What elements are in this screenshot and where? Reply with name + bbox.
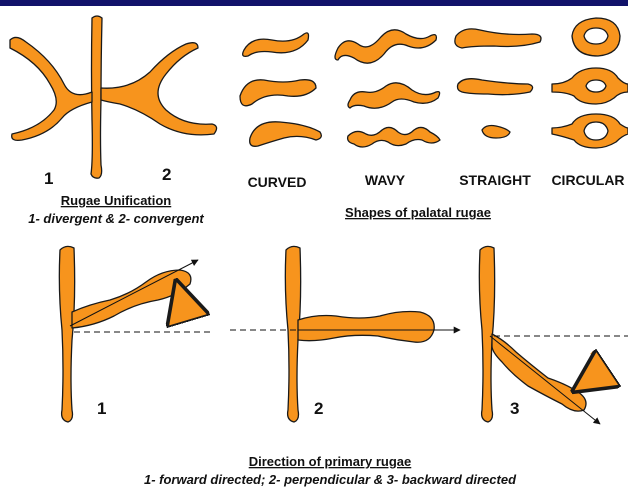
unification-title: Rugae Unification xyxy=(61,193,172,208)
unification-label-2: 2 xyxy=(162,165,171,184)
wavy-shape xyxy=(335,30,436,63)
straight-shape xyxy=(482,126,510,139)
straight-shapes xyxy=(455,29,541,138)
straight-shape xyxy=(455,29,541,48)
convergent-ruga xyxy=(101,43,217,135)
backward-arrow xyxy=(490,336,600,424)
shape-category-circular: CIRCULAR xyxy=(551,172,624,188)
wavy-shape xyxy=(348,127,440,147)
wavy-shapes xyxy=(335,30,440,147)
unification-label-1: 1 xyxy=(44,169,53,188)
shape-category-curved: CURVED xyxy=(248,174,307,190)
forward-directed-diagram xyxy=(59,246,210,422)
circular-shape xyxy=(552,114,628,148)
curved-shape xyxy=(240,80,316,106)
curved-shape xyxy=(250,122,322,147)
circular-shape xyxy=(552,68,628,104)
rotation-arrow-1 xyxy=(168,300,183,320)
shape-category-wavy: WAVY xyxy=(365,172,406,188)
divergent-ruga xyxy=(10,37,92,140)
direction-label-2: 2 xyxy=(314,399,323,418)
unification-diagram xyxy=(10,16,217,178)
curved-shape xyxy=(243,33,309,57)
backward-directed-diagram xyxy=(479,246,628,424)
curved-shapes xyxy=(240,33,321,146)
direction-label-1: 1 xyxy=(97,399,106,418)
rotation-arrow-3 xyxy=(590,352,600,380)
perpendicular-diagram xyxy=(230,246,460,422)
circular-shape xyxy=(572,18,620,56)
direction-label-3: 3 xyxy=(510,399,519,418)
unification-subtitle: 1- divergent & 2- convergent xyxy=(28,211,204,226)
straight-shape xyxy=(458,79,533,95)
backward-ruga xyxy=(492,334,586,411)
raphe-1 xyxy=(59,246,74,422)
wavy-shape xyxy=(348,83,440,108)
shapes-title: Shapes of palatal rugae xyxy=(345,205,491,220)
perpendicular-ruga xyxy=(298,312,434,343)
circular-shapes xyxy=(552,18,628,148)
direction-title: Direction of primary rugae xyxy=(249,454,412,469)
shape-category-straight: STRAIGHT xyxy=(459,172,531,188)
direction-subtitle: 1- forward directed; 2- perpendicular & … xyxy=(144,472,517,487)
